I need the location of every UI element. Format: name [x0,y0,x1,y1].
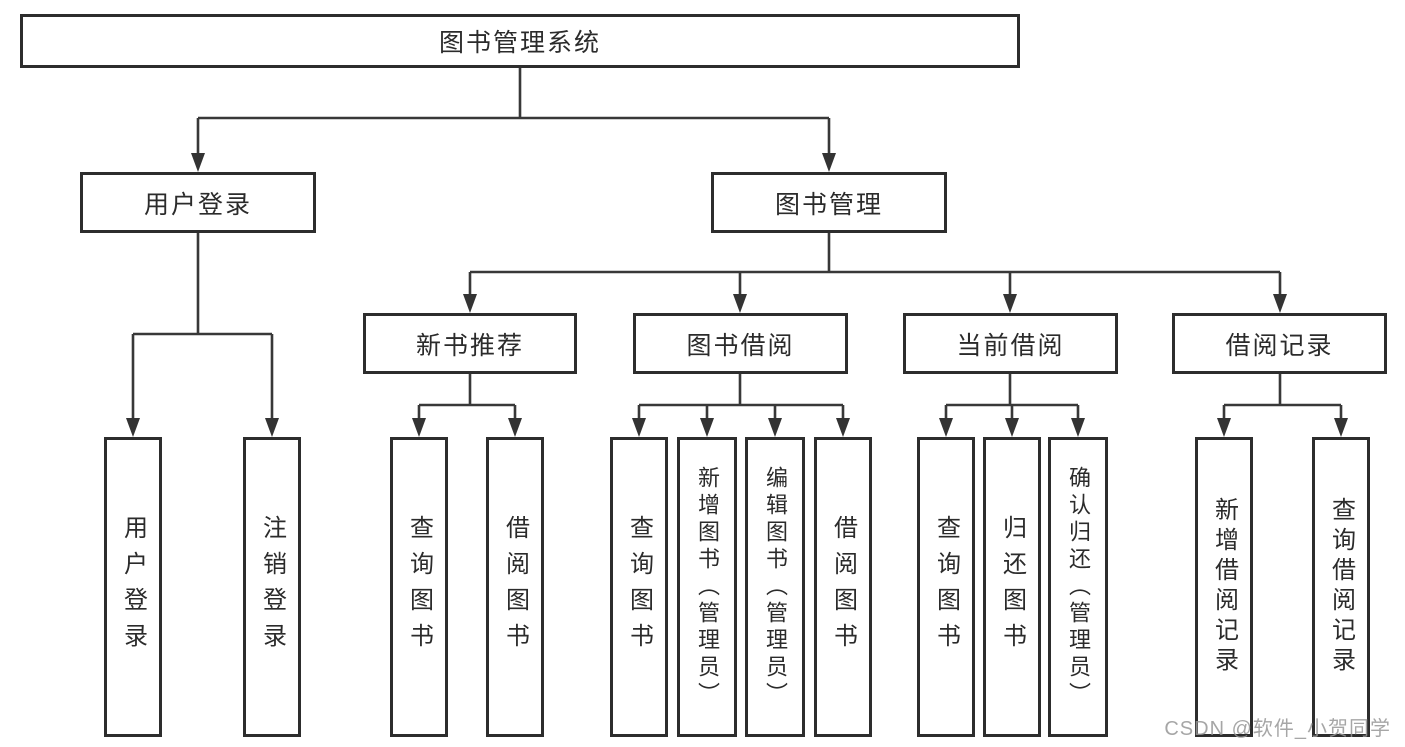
leaf-logout: 注销登录 [243,437,301,737]
leaf-borrow-books-recommend: 借阅图书 [486,437,544,737]
csdn-watermark: CSDN @软件_小贺同学 [1164,718,1391,740]
leaf-add-borrow-record: 新增借阅记录 [1195,437,1253,737]
leaf-edit-books-admin: 编辑图书（管理员） [745,437,805,737]
node-current-borrowing: 当前借阅 [903,313,1118,374]
leaf-add-books-admin: 新增图书（管理员） [677,437,737,737]
leaf-user-login: 用户登录 [104,437,162,737]
node-book-management-module: 图书管理 [711,172,947,233]
leaf-return-books: 归还图书 [983,437,1041,737]
leaf-query-books-borrow: 查询图书 [610,437,668,737]
leaf-query-books-recommend: 查询图书 [390,437,448,737]
node-new-book-recommendation: 新书推荐 [363,313,577,374]
node-system-root: 图书管理系统 [20,14,1020,68]
leaf-confirm-return-admin: 确认归还（管理员） [1048,437,1108,737]
leaf-query-books-current: 查询图书 [917,437,975,737]
node-borrowing-records: 借阅记录 [1172,313,1387,374]
leaf-query-borrow-record: 查询借阅记录 [1312,437,1370,737]
leaf-borrow-books: 借阅图书 [814,437,872,737]
node-user-login-module: 用户登录 [80,172,316,233]
node-book-borrowing: 图书借阅 [633,313,848,374]
